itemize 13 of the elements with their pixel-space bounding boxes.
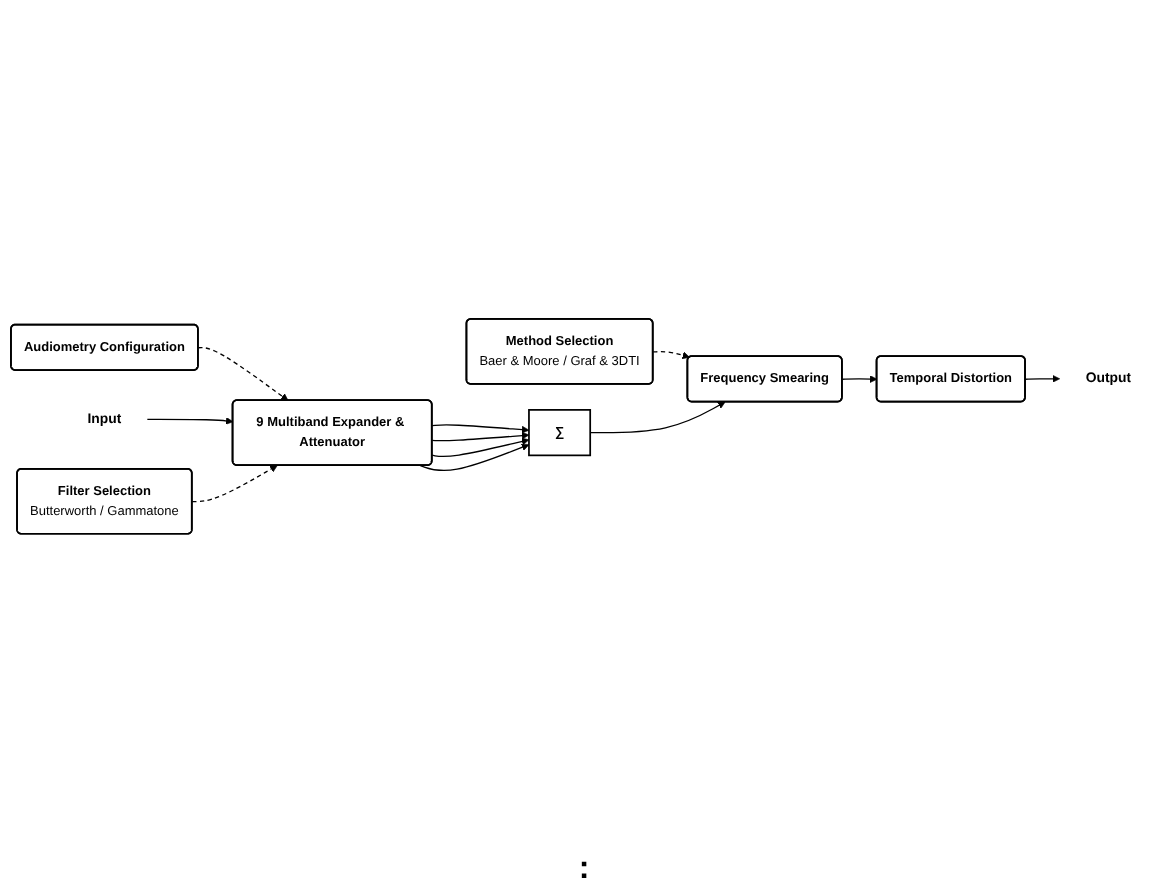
node-box xyxy=(528,408,592,456)
arrow xyxy=(431,437,530,457)
arrow xyxy=(191,464,278,502)
arrow xyxy=(146,416,234,425)
arrow xyxy=(431,431,530,442)
arrow xyxy=(841,374,878,383)
ellipsis-mark: : xyxy=(578,852,590,886)
arrow xyxy=(197,346,289,401)
arrow xyxy=(431,423,530,434)
arrow xyxy=(419,443,530,471)
arrow xyxy=(652,350,690,359)
arrow xyxy=(589,401,726,433)
arrow xyxy=(1024,374,1061,383)
